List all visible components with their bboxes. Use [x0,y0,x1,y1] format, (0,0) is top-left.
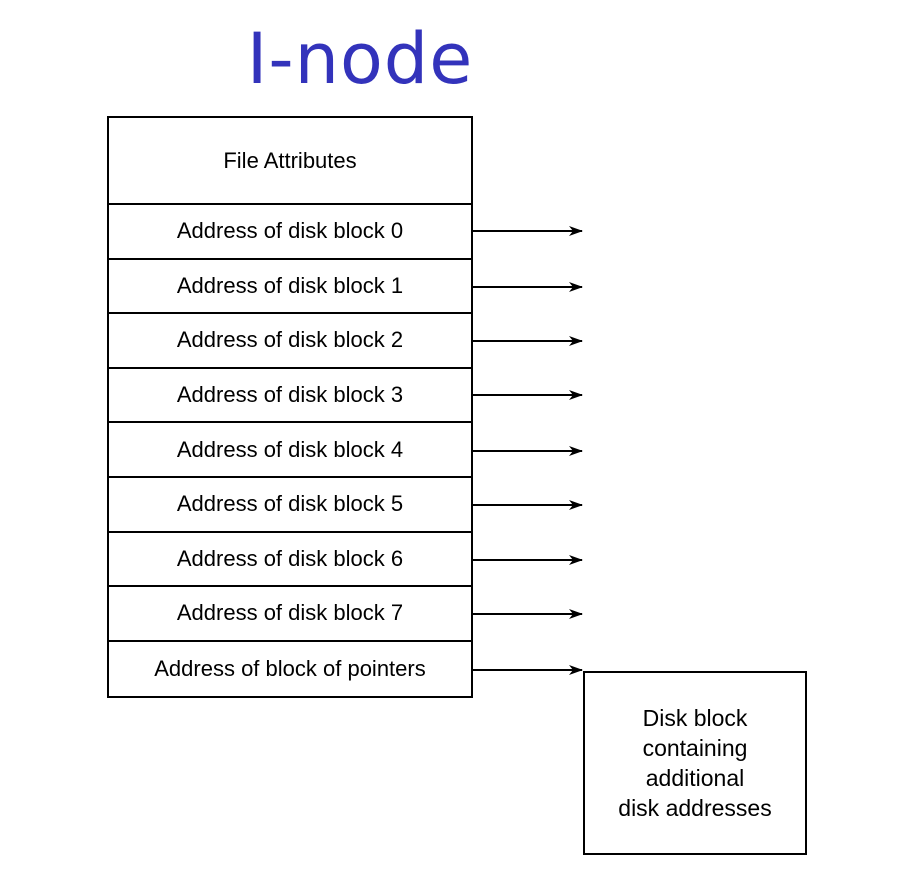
block-of-pointers-address: Address of block of pointers [154,656,426,682]
indirect-block-line-3: additional [645,765,745,791]
indirect-block-line-2: containing [642,735,748,761]
disk-block-2-address: Address of disk block 2 [109,314,471,369]
indirect-block-line-1: Disk block [642,705,748,731]
disk-block-0-address: Address of disk block 0 [109,205,471,260]
file-attributes-cell: File Attributes [109,118,471,205]
disk-block-1-address: Address of disk block 1 [109,260,471,315]
disk-block-3-address: Address of disk block 3 [109,369,471,424]
indirect-block-line-4: disk addresses [618,795,772,821]
disk-block-6-address: Address of disk block 6 [109,533,471,588]
disk-block-5-address: Address of disk block 5 [109,478,471,533]
disk-block-7-address: Address of disk block 7 [109,587,471,642]
diagram-title: I-node [246,18,474,100]
inode-table: File Attributes Address of disk block 0 … [107,116,473,699]
disk-block-4-address: Address of disk block 4 [109,423,471,478]
indirect-disk-block: Disk block containing additional disk ad… [583,671,807,855]
